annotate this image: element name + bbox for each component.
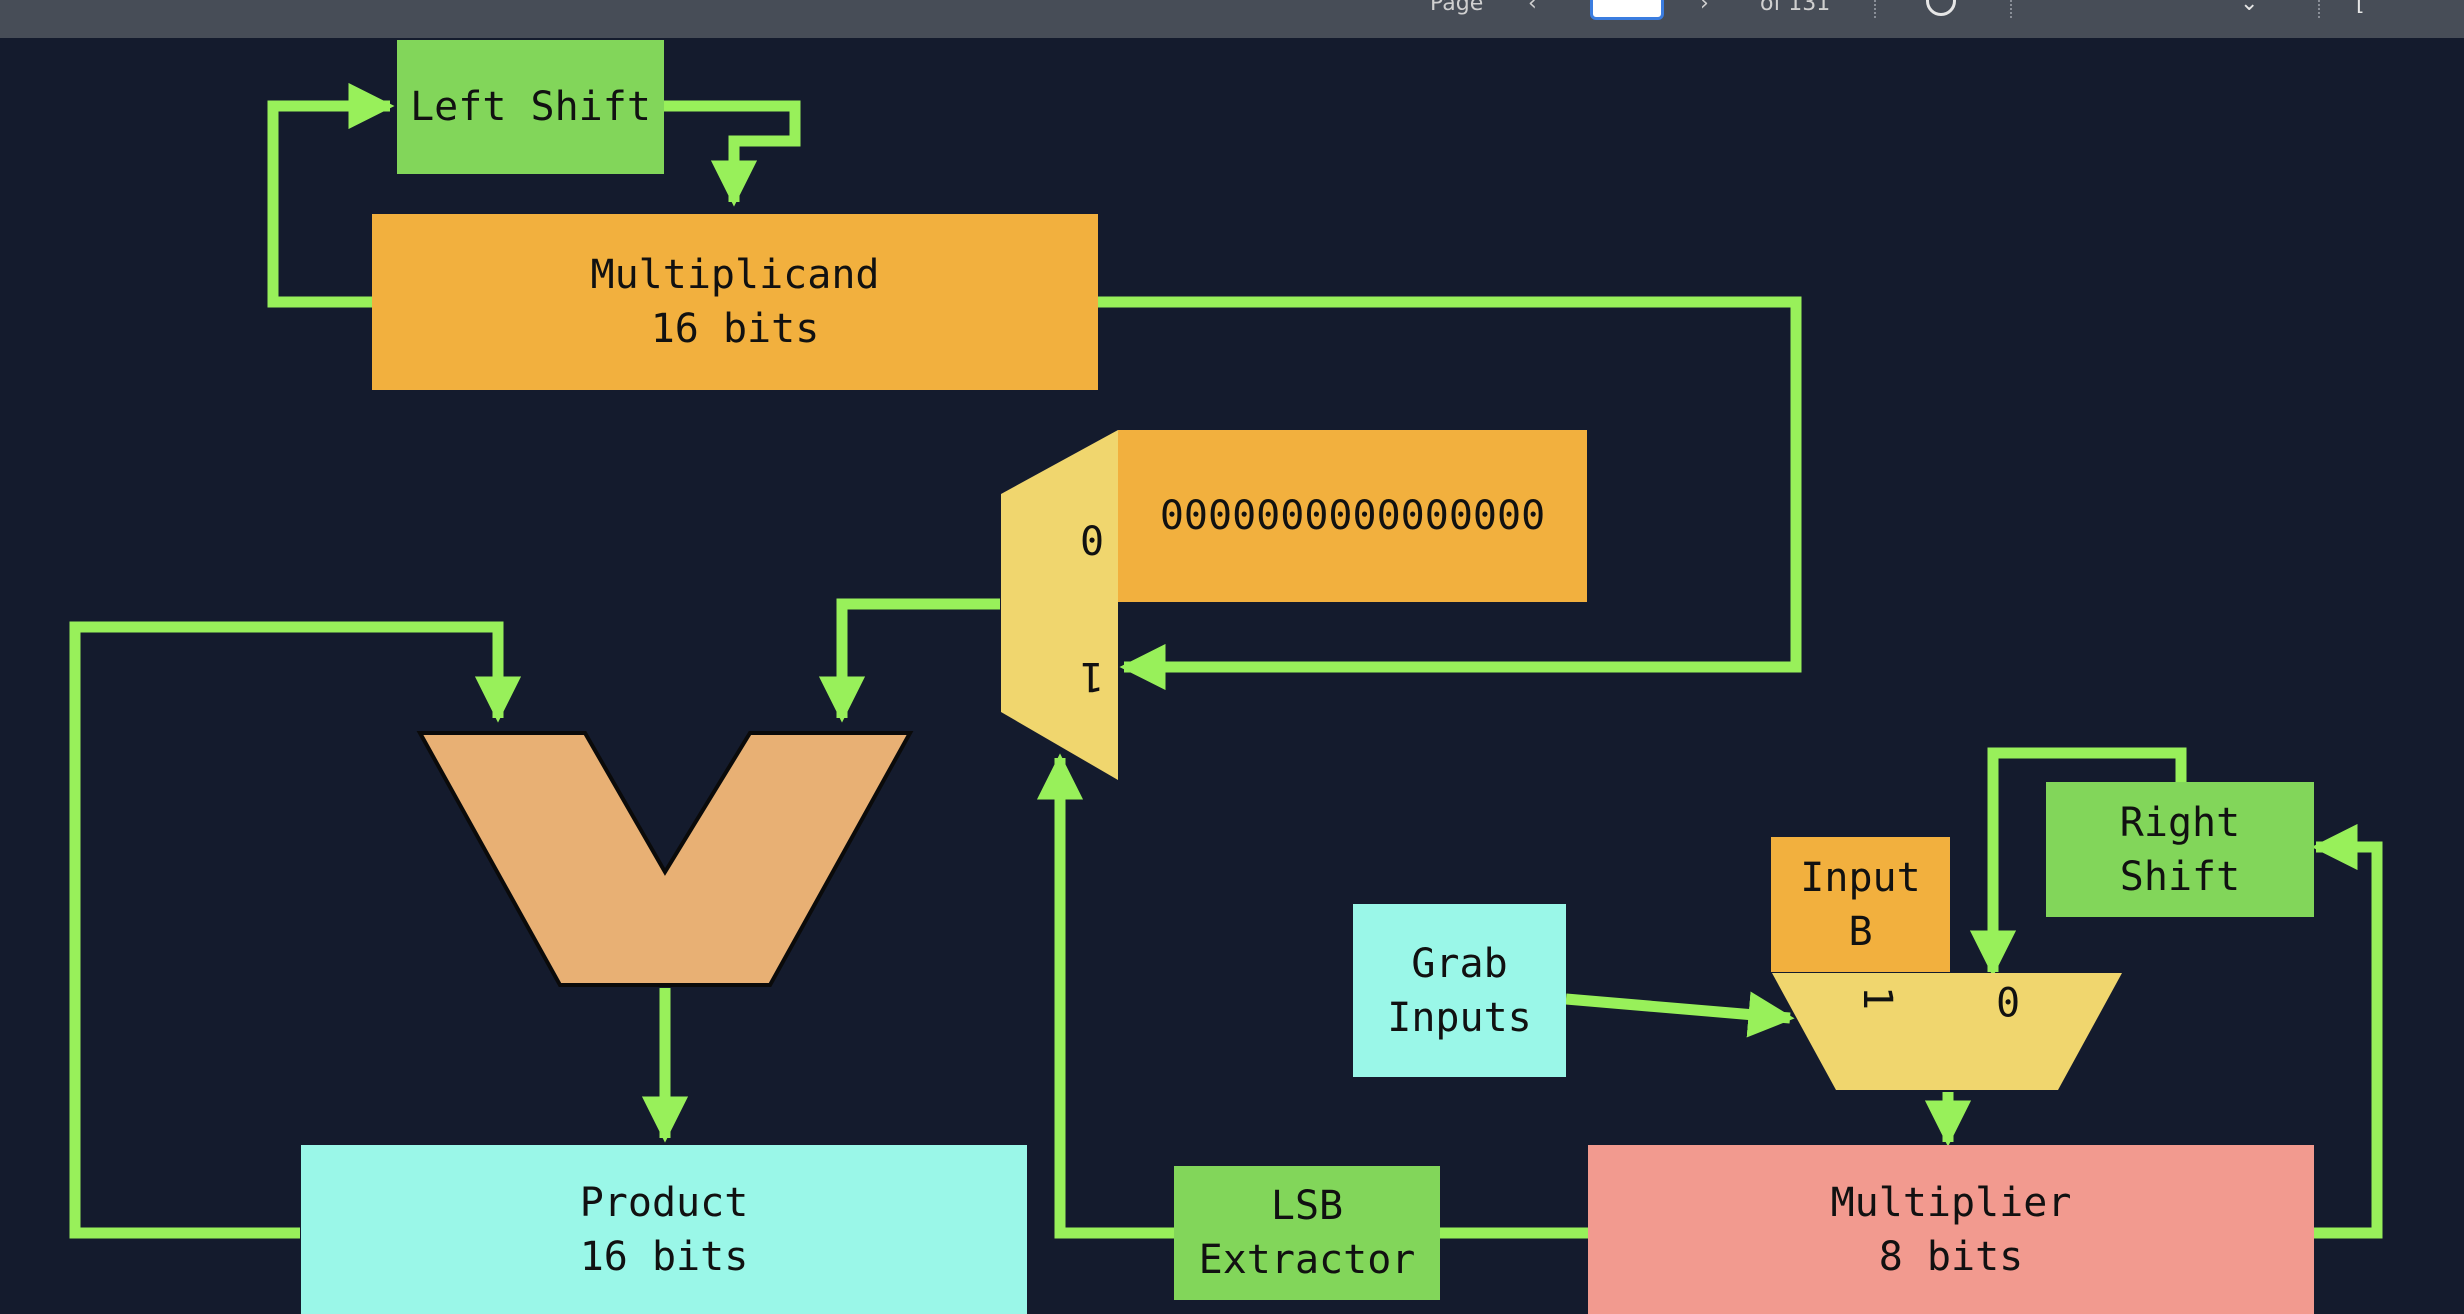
chevron-right-icon[interactable]: › [1700,0,1709,16]
mux-bottom-input-1-label: 1 [1854,985,1901,1011]
toolbar-divider [2318,0,2320,18]
product-register: Product 16 bits [301,1145,1027,1314]
mux-top-input-1-label: 1 [1080,653,1105,699]
adder [416,731,914,987]
mux-top-input-0-label: 0 [1080,519,1105,565]
left-shift-block: Left Shift [397,40,664,174]
wire-multiplicand-to-leftshift [267,82,395,308]
bracket-icon[interactable]: [ [2356,0,2365,16]
grab-inputs-block: Grab Inputs [1353,904,1566,1077]
multiplicand-register: Multiplicand 16 bits [372,214,1098,390]
bottom-multiplexer [1772,973,2122,1090]
toolbar-tool-icon[interactable]: ⌄ [2240,0,2259,16]
right-shift-block: Right Shift [2046,782,2314,917]
wire-product-to-adder [69,621,522,1239]
multiplier-register: Multiplier 8 bits [1588,1145,2314,1314]
wire-lsb-to-mux-select [1036,753,1174,1239]
wire-rightshift-to-mux [1969,747,2187,977]
wire-multiplicand-to-mux [1097,296,1802,691]
chevron-left-icon[interactable]: ‹ [1528,0,1537,16]
toolbar-divider [2010,0,2012,18]
mux-bottom-input-0-label: 0 [1996,977,2021,1023]
top-multiplexer [1001,430,1118,780]
toolbar-divider [1874,0,1876,18]
wire-grabinputs-to-mux [1565,991,1795,1038]
input-b-block: Input B [1771,837,1950,972]
zeros-constant: 0000000000000000 [1118,430,1587,602]
viewer-toolbar: Page ‹ › of 131 ⌄ [ [0,0,2464,38]
page-label: Page [1430,0,1484,16]
wire-multiplier-to-rightshift [2311,823,2383,1239]
wire-leftshift-to-multiplicand [663,100,801,207]
page-number-input[interactable] [1590,0,1664,20]
total-pages-label: of 131 [1760,0,1831,16]
wire-mux-to-adder [818,598,1000,723]
lsb-extractor-block: LSB Extractor [1174,1166,1440,1300]
